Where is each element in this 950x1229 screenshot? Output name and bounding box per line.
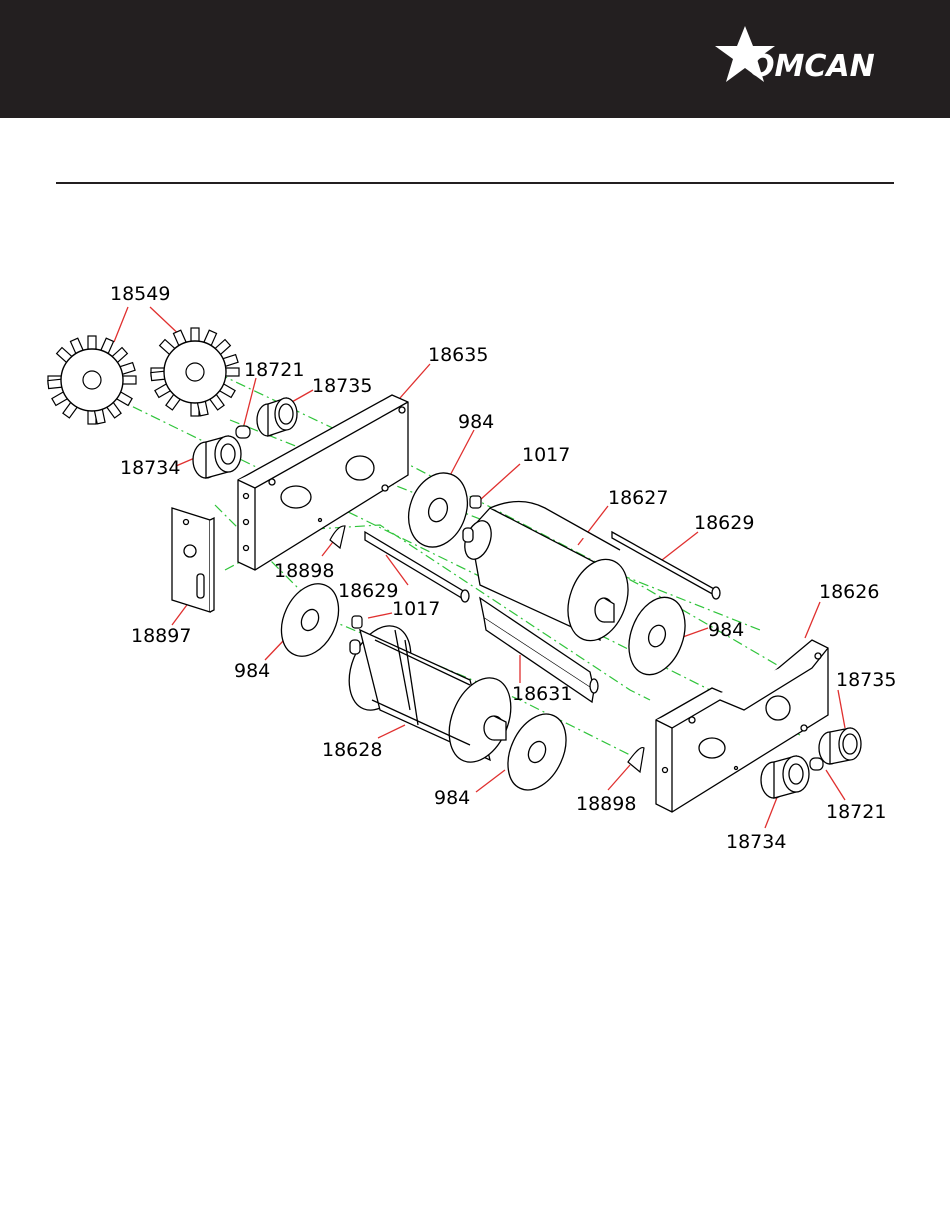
label-clip-right: 18898 (576, 793, 636, 815)
clip-right (628, 748, 644, 772)
key-mid (352, 616, 362, 628)
label-bracket: 18897 (131, 625, 191, 647)
bushing-right (819, 728, 861, 764)
logo-wordmark: OMCAN (749, 49, 875, 84)
label-plate-right: 18626 (819, 581, 879, 603)
label-bushing-top: 18735 (312, 375, 372, 397)
label-pin-top: 18721 (244, 359, 304, 381)
gear-right (151, 328, 239, 416)
label-washer-bottom: 984 (434, 787, 470, 809)
label-pin-right: 18721 (826, 801, 886, 823)
collar-left (193, 436, 241, 478)
label-collar-right: 18734 (726, 831, 786, 853)
label-roller-bottom: 18628 (322, 739, 382, 761)
label-roller-top: 18627 (608, 487, 668, 509)
label-clip-left: 18898 (274, 560, 334, 582)
label-key-mid: 1017 (392, 598, 440, 620)
pin-right (810, 758, 823, 770)
bushing-top (257, 398, 297, 436)
collar-right (761, 756, 809, 798)
omcan-logo: OMCAN (705, 24, 905, 96)
label-washer-right: 984 (708, 619, 744, 641)
label-key-top: 1017 (522, 444, 570, 466)
label-scraper: 18631 (512, 683, 572, 705)
label-collar-left: 18734 (120, 457, 180, 479)
gear-left (48, 336, 136, 424)
exploded-parts-diagram: 18549 18721 18735 18734 18635 984 1017 1… (0, 250, 950, 870)
label-plate-left: 18635 (428, 344, 488, 366)
label-rod-mid: 18629 (338, 580, 398, 602)
bracket-left (172, 508, 214, 612)
key-top (470, 496, 481, 508)
label-rod-top: 18629 (694, 512, 754, 534)
header-rule (56, 182, 894, 184)
label-gear: 18549 (110, 283, 170, 305)
label-bushing-right: 18735 (836, 669, 896, 691)
pin-top (236, 426, 250, 438)
label-washer-left: 984 (234, 660, 270, 682)
clip-left (330, 526, 345, 548)
label-washer-top: 984 (458, 411, 494, 433)
washer-right (619, 590, 695, 683)
